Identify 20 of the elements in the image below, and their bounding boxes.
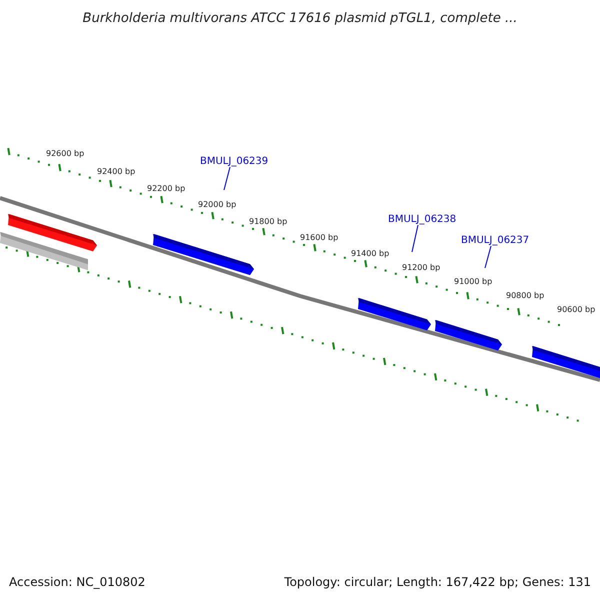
position-label: 91800 bp [249, 218, 288, 226]
accession-label: Accession: NC_010802 [9, 576, 146, 588]
position-label: 91400 bp [351, 250, 390, 258]
gene-label: BMULJ_06237 [461, 236, 530, 246]
position-label: 91000 bp [454, 278, 492, 286]
position-label: 91200 bp [402, 264, 440, 272]
position-label: 91600 bp [300, 234, 338, 242]
leader-line [224, 166, 230, 190]
position-label: 92000 bp [198, 201, 236, 209]
position-label: 92400 bp [97, 168, 136, 176]
leader-line [484, 246, 492, 268]
gene-label: BMULJ_06239 [200, 157, 268, 167]
position-label: 90600 bp [557, 306, 596, 314]
gene-label: BMULJ_06238 [388, 215, 456, 225]
position-label: 92200 bp [147, 185, 186, 193]
position-label: 92600 bp [46, 150, 84, 158]
position-label: 90800 bp [506, 292, 544, 300]
leader-line [412, 224, 418, 252]
summary-label: Topology: circular; Length: 167,422 bp; Genes: 131 [284, 576, 591, 588]
map-title: Burkholderia multivorans ATCC 17616 plasmid pTGL1, complete ... [82, 12, 518, 25]
